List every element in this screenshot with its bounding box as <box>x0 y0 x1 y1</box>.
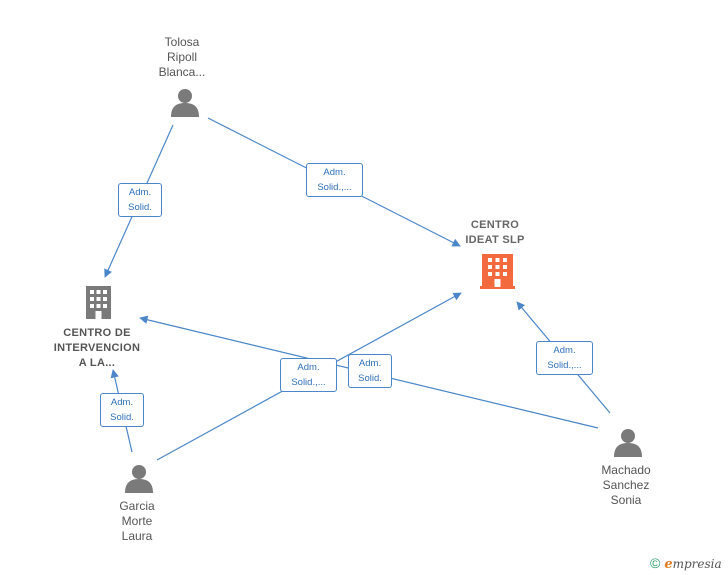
brand-name: mpresia <box>672 557 722 571</box>
person-icon[interactable] <box>171 89 199 117</box>
role-line: Solid.,... <box>317 182 352 193</box>
role-line: Adm. <box>323 167 346 178</box>
person-label-tolosa[interactable]: Tolosa Ripoll Blanca... <box>146 35 218 80</box>
brand-watermark[interactable]: ©empresia <box>650 555 722 572</box>
role-line: Adm. <box>358 358 382 369</box>
person-name-line: Morte <box>121 514 153 528</box>
person-name-line: Garcia <box>119 499 155 513</box>
company-name-line: IDEAT SLP <box>465 234 525 246</box>
edge-label-garcia-ideat[interactable]: Adm. Solid.,... <box>280 358 337 392</box>
person-label-garcia[interactable]: Garcia Morte Laura <box>101 499 173 544</box>
company-label-ideat[interactable]: CENTRO IDEAT SLP <box>440 218 550 248</box>
person-name-line: Blanca... <box>158 65 206 79</box>
edge-label-tolosa-ideat[interactable]: Adm. Solid.,... <box>306 163 363 197</box>
role-line: Solid. <box>358 373 382 384</box>
person-name-line: Laura <box>121 529 153 543</box>
company-label-intervencion[interactable]: CENTRO DE INTERVENCION A LA... <box>42 326 152 371</box>
building-icon[interactable] <box>480 254 515 289</box>
person-label-machado[interactable]: Machado Sanchez Sonia <box>586 463 666 508</box>
person-name-line: Tolosa <box>164 35 200 49</box>
edge-label-garcia-intervencion[interactable]: Adm. Solid. <box>100 393 144 427</box>
person-icon[interactable] <box>614 429 642 457</box>
edge-label-tolosa-intervencion[interactable]: Adm. Solid. <box>118 183 162 217</box>
company-name-line: A LA... <box>78 357 116 369</box>
company-name-line: INTERVENCION <box>53 342 141 354</box>
role-line: Adm. <box>297 362 320 373</box>
edge-label-machado-intervencion[interactable]: Adm. Solid. <box>348 354 392 388</box>
role-line: Adm. <box>110 397 134 408</box>
role-line: Adm. <box>128 187 152 198</box>
role-line: Solid.,... <box>547 360 582 371</box>
person-name-line: Ripoll <box>166 50 197 64</box>
role-line: Solid. <box>128 202 152 213</box>
company-name-line: CENTRO DE <box>63 327 131 339</box>
person-name-line: Sonia <box>610 493 642 507</box>
person-name-line: Machado <box>601 463 651 477</box>
company-name-line: CENTRO <box>470 219 520 231</box>
role-line: Solid. <box>110 412 134 423</box>
edge-label-machado-ideat[interactable]: Adm. Solid.,... <box>536 341 593 375</box>
person-icon[interactable] <box>125 465 153 493</box>
role-line: Adm. <box>553 345 576 356</box>
person-name-line: Sanchez <box>602 478 650 492</box>
copyright-icon: © <box>650 555 661 571</box>
building-icon[interactable] <box>86 286 111 319</box>
brand-initial: e <box>664 557 673 572</box>
role-line: Solid.,... <box>291 377 326 388</box>
